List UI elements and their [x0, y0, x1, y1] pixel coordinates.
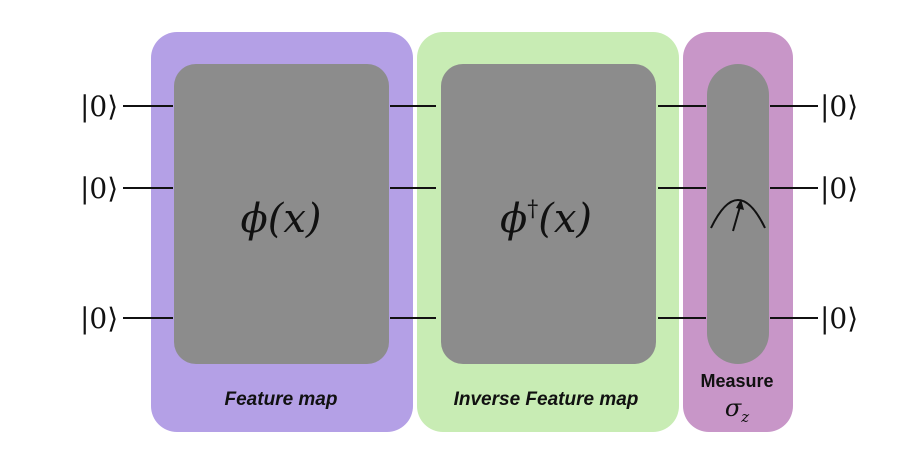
inverse-feature-map-label: Inverse Feature map [454, 389, 639, 410]
sigma-subscript: z [740, 408, 749, 426]
output-ket-0: |0⟩ [820, 90, 858, 123]
output-ket-2: |0⟩ [820, 302, 858, 335]
input-ket-1: |0⟩ [80, 172, 118, 205]
output-kets: |0⟩ |0⟩ |0⟩ [820, 90, 858, 335]
dagger-superscript: † [527, 197, 538, 222]
inverse-feature-map-gate-label: ϕ†(x) [500, 196, 592, 242]
sigma-symbol: σ [725, 394, 742, 422]
qubit-wires [123, 105, 818, 319]
sigma-z-label: σz [725, 394, 749, 426]
inverse-feature-map-gate [441, 64, 656, 364]
phi-dagger-argument: (x) [538, 196, 592, 242]
phi-dagger-symbol: ϕ [500, 196, 527, 242]
feature-map-label: Feature map [225, 389, 338, 410]
input-kets: |0⟩ |0⟩ |0⟩ [80, 90, 118, 335]
meter-icon [710, 199, 766, 232]
measure-label: Measure [700, 371, 773, 391]
feature-map-gate [174, 64, 389, 364]
input-ket-0: |0⟩ [80, 90, 118, 123]
phi-symbol: ϕ [240, 196, 267, 242]
input-ket-2: |0⟩ [80, 302, 118, 335]
phi-argument: (x) [268, 196, 322, 242]
output-ket-1: |0⟩ [820, 172, 858, 205]
feature-map-gate-label: ϕ(x) [240, 196, 321, 242]
